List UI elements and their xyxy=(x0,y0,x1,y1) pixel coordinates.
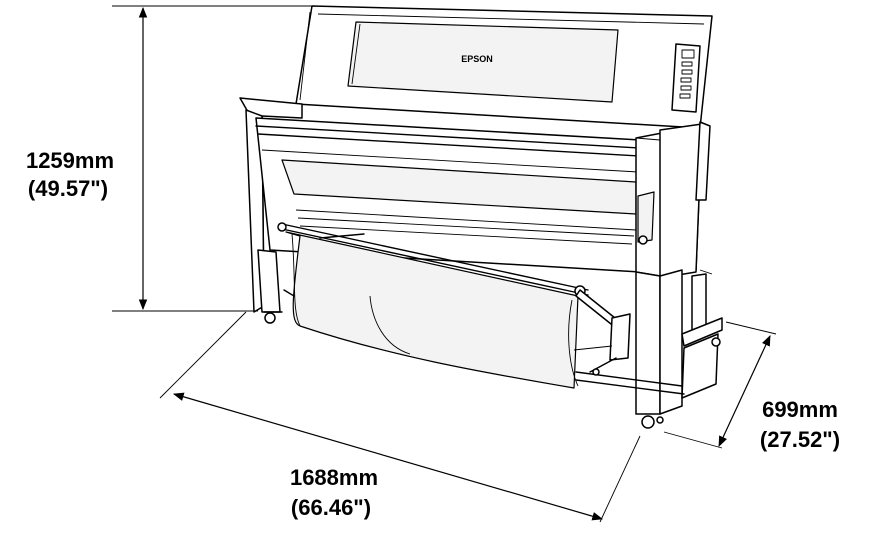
width-metric-label: 1688mm xyxy=(290,465,378,490)
height-imperial-label: (49.57") xyxy=(28,176,108,201)
width-imperial-label: (66.46") xyxy=(291,495,371,520)
width-extension-right xyxy=(599,435,641,523)
paper-basket-cloth xyxy=(285,231,579,389)
printer-cover-window xyxy=(347,21,619,103)
printer-illustration: EPSON xyxy=(239,5,723,429)
printer-stand-rear xyxy=(575,269,723,399)
printer-stand-right-leg xyxy=(635,269,683,429)
depth-imperial-label: (27.52") xyxy=(760,427,840,452)
printer-control-panel xyxy=(671,43,701,113)
height-dimension: 1259mm (49.57") xyxy=(26,5,312,312)
depth-extension-bottom xyxy=(663,431,723,449)
printer-stand-left-leg xyxy=(257,249,283,324)
printer-brand-logo: EPSON xyxy=(461,54,493,64)
printer-lever-knob xyxy=(638,235,648,245)
right-caster-wheel xyxy=(641,415,655,429)
height-metric-label: 1259mm xyxy=(26,148,114,173)
depth-metric-label: 699mm xyxy=(762,397,838,422)
depth-extension-top xyxy=(725,321,777,335)
width-arrow xyxy=(172,392,604,521)
width-dimension: 1688mm (66.46") xyxy=(159,311,641,523)
printer-right-end-cap xyxy=(635,121,711,279)
depth-dimension: 699mm (27.52") xyxy=(663,321,840,452)
paper-basket xyxy=(277,222,631,389)
printer-top-cover: EPSON xyxy=(295,5,713,129)
depth-arrow xyxy=(718,335,771,447)
printer-main-body xyxy=(255,117,641,273)
left-caster-wheel xyxy=(264,312,276,324)
printer-cartridge-door xyxy=(637,191,655,243)
width-extension-left xyxy=(159,311,247,399)
